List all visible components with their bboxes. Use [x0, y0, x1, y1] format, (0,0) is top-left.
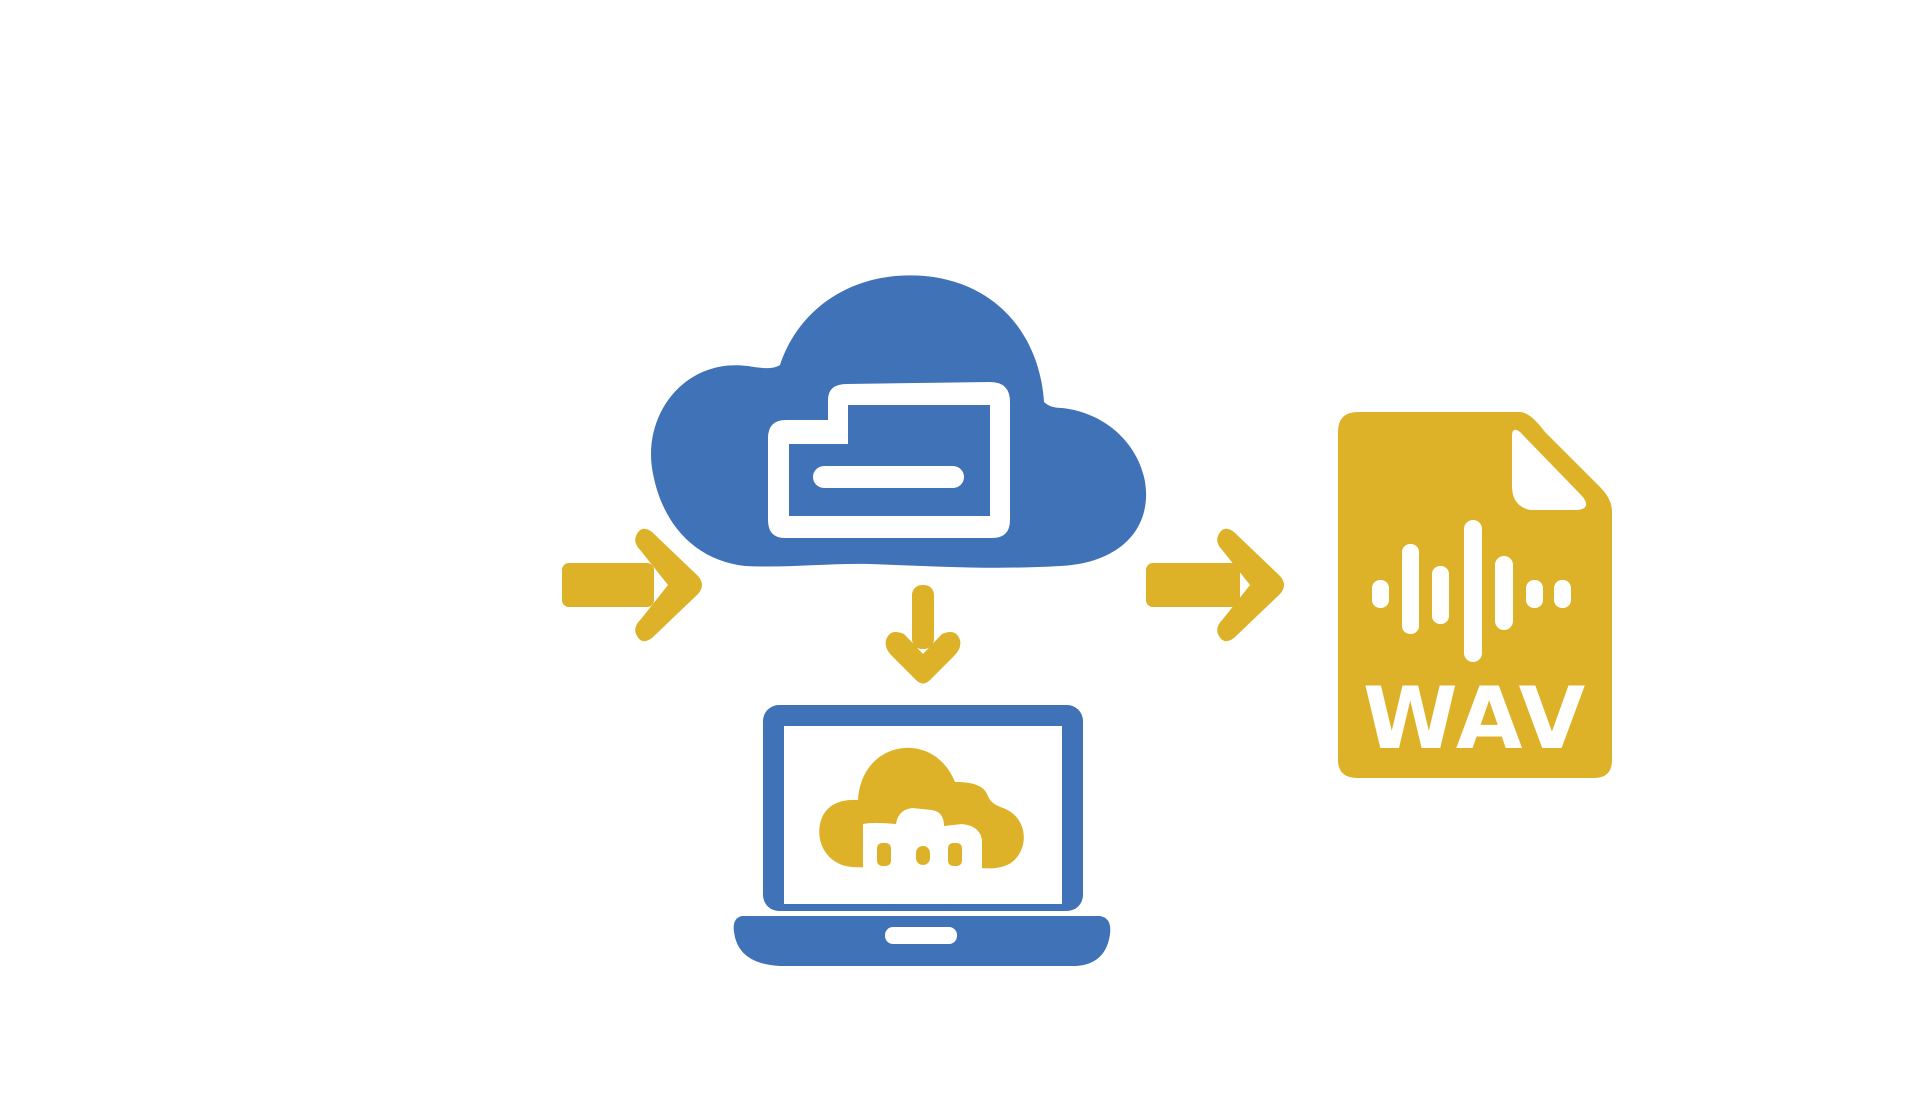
folder-slot	[813, 466, 964, 488]
sound-wave-icon	[1372, 520, 1571, 662]
file-type-label: WAV	[1363, 669, 1587, 769]
arrow-down-icon	[885, 585, 961, 684]
output-arrow-icon	[1146, 528, 1284, 642]
input-arrow-icon	[562, 528, 702, 642]
laptop-icon	[733, 705, 1111, 966]
audio-file-icon: WAV	[1338, 412, 1612, 778]
screen-cloud-icon	[819, 747, 1024, 869]
cloud-folder-icon	[651, 275, 1147, 568]
laptop-trackpad	[885, 927, 957, 944]
file-corner-fold	[1512, 429, 1587, 510]
